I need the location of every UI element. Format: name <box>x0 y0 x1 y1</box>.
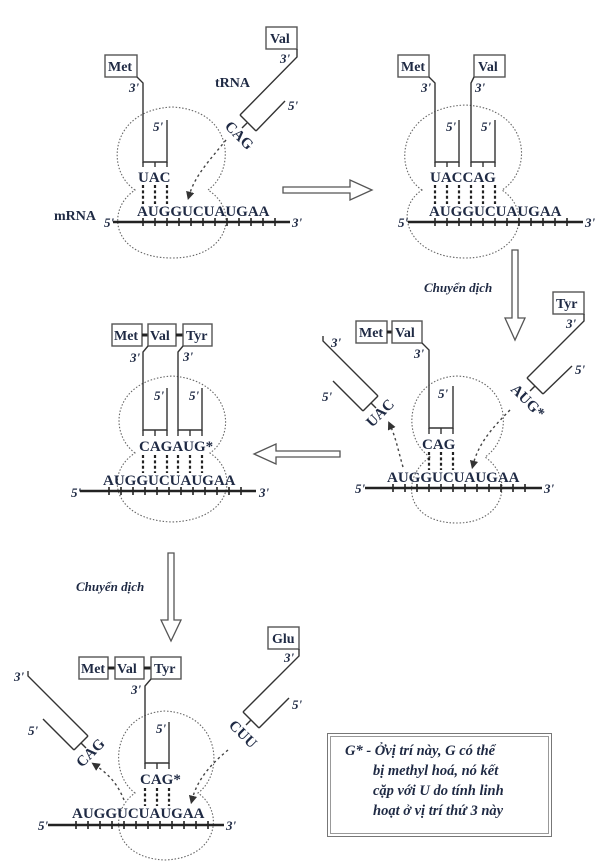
arrow-down-1 <box>503 249 527 342</box>
svg-text:3': 3' <box>128 80 140 95</box>
svg-text:3': 3' <box>130 682 142 697</box>
svg-text:5': 5' <box>28 723 39 738</box>
svg-text:3': 3' <box>565 316 577 331</box>
mrna-ticks <box>142 218 276 226</box>
panel-step-1: mRNA 5' 3' AUGGUCUAUGAA Met 3' 5' UAC Va… <box>54 26 303 259</box>
svg-text:5': 5' <box>481 119 492 134</box>
svg-text:Glu: Glu <box>272 632 295 647</box>
note-box <box>327 733 552 837</box>
svg-text:Tyr: Tyr <box>186 329 208 344</box>
svg-text:3': 3' <box>420 80 432 95</box>
aa-met-box <box>104 54 138 78</box>
svg-text:AUG*: AUG* <box>507 382 547 422</box>
svg-text:5': 5' <box>189 388 200 403</box>
aa-val: Val <box>270 32 290 47</box>
svg-text:3': 3' <box>258 485 270 500</box>
anticodon-cag: CAG <box>221 119 256 154</box>
note-line-3: cặp với U do tính linh <box>373 783 504 799</box>
trna-label: tRNA <box>215 76 251 91</box>
svg-text:3': 3' <box>584 215 596 230</box>
arrow-down-2 <box>159 552 183 643</box>
panel-step-4: 5' 3' AUGGUCUAUGAA Met Val Tyr 3' 3' 5' … <box>71 323 270 523</box>
arrow-right <box>282 178 374 202</box>
svg-text:3': 3' <box>474 80 486 95</box>
svg-text:Val: Val <box>117 662 137 677</box>
svg-text:5': 5' <box>438 386 449 401</box>
svg-text:3': 3' <box>225 818 237 833</box>
svg-text:CAG*: CAG* <box>140 772 181 788</box>
svg-text:5': 5' <box>322 389 333 404</box>
five-prime-label: 5' <box>104 215 115 230</box>
three-prime-label: 3' <box>291 215 303 230</box>
svg-text:5': 5' <box>446 119 457 134</box>
svg-text:Met: Met <box>81 662 105 677</box>
svg-text:CAGAUG*: CAGAUG* <box>139 439 213 455</box>
panel-step-5: 5' 3' AUGGUCUAUGAA Met Val Tyr 3' 5' CAG… <box>13 626 303 861</box>
svg-text:5': 5' <box>292 697 303 712</box>
note-line-4: hoạt ở vị trí thứ 3 này <box>373 803 504 819</box>
svg-text:CAG: CAG <box>422 437 456 453</box>
mrna-sequence: AUGGUCUAUGAA <box>137 204 270 220</box>
translocation-label-1: Chuyển dịch <box>424 280 492 295</box>
note-line-1: G* - Ởvị trí này, G có thể <box>345 743 496 759</box>
mrna-label: mRNA <box>54 209 97 224</box>
svg-text:5': 5' <box>575 362 586 377</box>
svg-text:AUGGUCUAUGAA: AUGGUCUAUGAA <box>72 806 205 822</box>
svg-text:5': 5' <box>71 485 82 500</box>
note-text: G* - Ởvị trí này, G có thể bị methyl hoá… <box>345 741 550 821</box>
svg-text:3': 3' <box>543 481 555 496</box>
svg-text:AUGGUCUAUGAA: AUGGUCUAUGAA <box>429 204 562 220</box>
svg-text:Val: Val <box>395 326 415 341</box>
svg-text:3': 3' <box>279 51 291 66</box>
svg-text:3': 3' <box>182 349 194 364</box>
aa-met: Met <box>108 60 132 75</box>
svg-text:5': 5' <box>355 481 366 496</box>
svg-text:5': 5' <box>398 215 409 230</box>
aa-val-box <box>265 26 298 50</box>
svg-text:3': 3' <box>13 669 25 684</box>
svg-text:3': 3' <box>129 350 141 365</box>
svg-text:3': 3' <box>330 335 342 350</box>
svg-text:UACCAG: UACCAG <box>430 170 496 186</box>
translocation-label-2: Chuyển dịch <box>76 579 144 594</box>
panel-step-3: 5' 3' AUGGUCUAUGAA Met Val 3' 5' CAG 3' … <box>322 291 586 524</box>
svg-text:Tyr: Tyr <box>154 662 176 677</box>
svg-text:Val: Val <box>478 60 498 75</box>
svg-text:CAG: CAG <box>74 736 109 771</box>
svg-text:Met: Met <box>401 60 425 75</box>
svg-text:Val: Val <box>150 329 170 344</box>
svg-text:Tyr: Tyr <box>556 297 578 312</box>
svg-text:5': 5' <box>154 388 165 403</box>
ribosome <box>116 106 227 259</box>
note-line-2: bị methyl hoá, nó kết <box>373 763 499 779</box>
anticodon-uac: UAC <box>138 170 171 186</box>
svg-text:5': 5' <box>153 119 164 134</box>
arrow-left <box>252 442 341 466</box>
svg-text:UAC: UAC <box>364 397 398 431</box>
svg-text:5': 5' <box>38 818 49 833</box>
svg-text:3': 3' <box>283 650 295 665</box>
svg-text:5': 5' <box>288 98 299 113</box>
svg-text:Met: Met <box>359 326 383 341</box>
panel-step-2: 5' 3' AUGGUCUAUGAA Met Val 3' 3' 5' 5' U… <box>397 54 596 259</box>
svg-text:AUGGUCUAUGAA: AUGGUCUAUGAA <box>103 473 236 489</box>
svg-text:5': 5' <box>156 721 167 736</box>
svg-text:AUGGUCUAUGAA: AUGGUCUAUGAA <box>387 470 520 486</box>
svg-text:3': 3' <box>413 346 425 361</box>
svg-text:Met: Met <box>114 329 138 344</box>
